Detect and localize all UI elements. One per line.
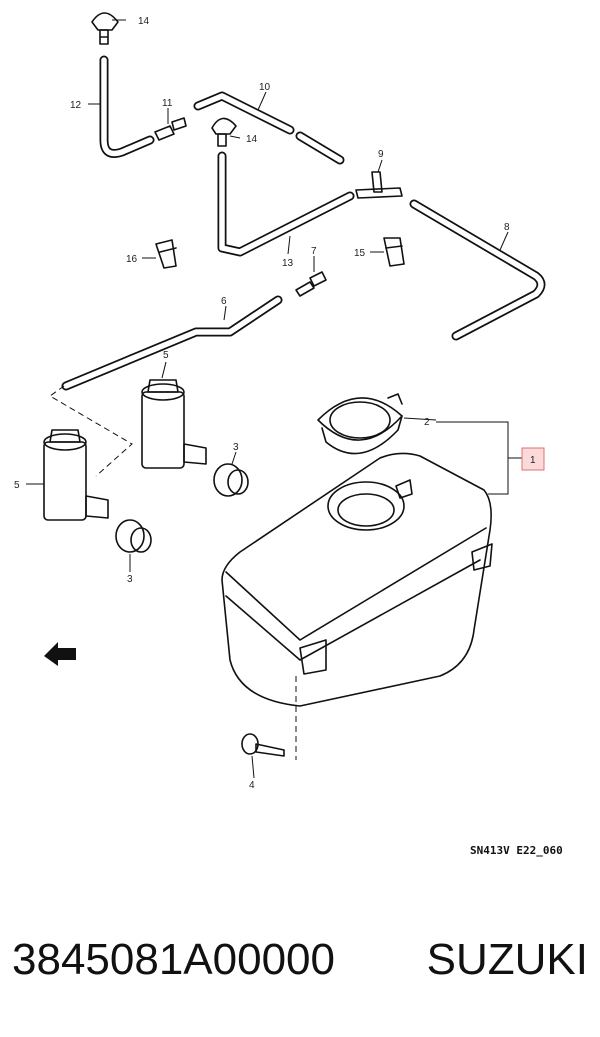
hose-10 <box>193 91 345 165</box>
callout-12: 12 <box>70 100 82 111</box>
washer-tank-1 <box>221 452 493 707</box>
callout-13: 13 <box>282 258 294 269</box>
grommet-3-lower <box>115 519 152 553</box>
callout-7: 7 <box>311 246 317 257</box>
callout-5-upper: 5 <box>163 350 169 361</box>
callout-9: 9 <box>378 149 384 160</box>
t-joint-9 <box>355 171 403 199</box>
callout-16: 16 <box>126 254 138 265</box>
grommet-3-upper <box>213 463 249 497</box>
washer-nozzle-14-top <box>91 12 119 45</box>
front-direction-arrow-icon <box>44 642 76 666</box>
washer-nozzle-14-middle <box>211 117 237 147</box>
joint-7 <box>295 271 327 297</box>
clip-15 <box>383 237 405 267</box>
callout-6: 6 <box>221 296 227 307</box>
joint-11 <box>154 117 187 141</box>
brand-name: SUZUKI <box>426 935 588 984</box>
callout-4: 4 <box>249 780 255 791</box>
diagram-code: SN413V E22_060 <box>470 844 563 857</box>
callout-11: 11 <box>162 98 173 109</box>
washer-pump-5-lower <box>43 429 109 521</box>
footer: 3845081A00000 SUZUKI <box>0 920 600 1000</box>
washer-pump-5-upper <box>141 379 207 469</box>
highlight-box-1 <box>521 447 545 471</box>
callout-15: 15 <box>354 248 366 259</box>
callout-8: 8 <box>504 222 510 233</box>
callout-3-upper: 3 <box>233 442 239 453</box>
callout-14-top: 14 <box>138 16 150 27</box>
hose-12 <box>99 55 155 158</box>
tank-cap-2 <box>317 393 403 455</box>
callout-3-lower: 3 <box>127 574 133 585</box>
callout-5-lower: 5 <box>14 480 20 491</box>
callout-10: 10 <box>259 82 271 93</box>
hose-13 <box>217 151 355 257</box>
hose-6 <box>61 295 283 391</box>
leader-lines <box>26 19 522 779</box>
callout-14-middle: 14 <box>246 134 258 145</box>
hose-8 <box>409 199 546 341</box>
clip-16 <box>155 239 177 269</box>
part-number: 3845081A00000 <box>12 935 335 984</box>
bolt-4 <box>241 733 285 757</box>
callout-1: 1 <box>530 455 536 466</box>
callout-2: 2 <box>424 417 430 428</box>
exploded-parts-diagram: 1 2 3 3 4 5 5 6 7 8 9 10 11 12 13 14 14 … <box>14 12 563 857</box>
